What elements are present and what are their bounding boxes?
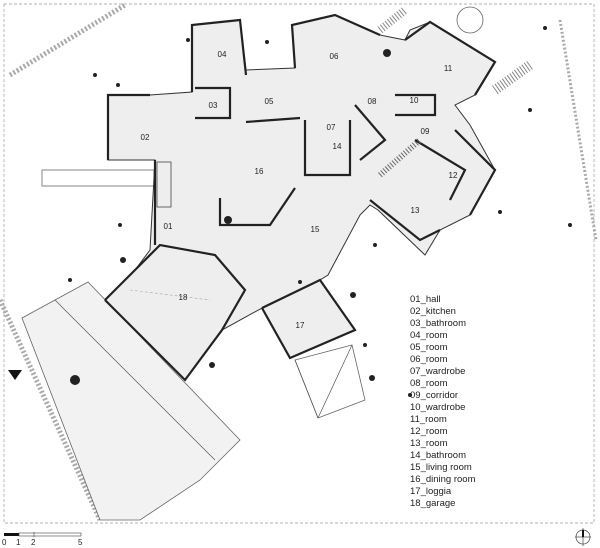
terrace <box>41 169 155 187</box>
room-label-04: 04 <box>218 50 227 59</box>
drawing-element <box>129 289 211 301</box>
drawing-element <box>528 108 532 112</box>
garage-walls <box>104 243 247 382</box>
drawing-element <box>4 533 19 536</box>
legend-item: 05_room <box>410 342 448 353</box>
legend-item: 07_wardrobe <box>410 366 465 377</box>
scale-tick-label: 5 <box>78 538 83 547</box>
drawing-element <box>363 343 367 347</box>
legend-item: 18_garage <box>410 498 455 509</box>
drawing-element <box>298 280 302 284</box>
wall <box>414 139 467 201</box>
wall <box>190 18 248 92</box>
room-label-01: 01 <box>164 222 173 231</box>
drawing-element <box>265 40 269 44</box>
legend-item: 06_room <box>410 354 448 365</box>
drawing-element <box>543 26 547 30</box>
legend-item: 16_dining room <box>410 474 476 485</box>
drawing-element <box>369 375 375 381</box>
wall <box>354 104 387 161</box>
scale-tick-label: 0 <box>2 538 7 547</box>
scale-tick-label: 2 <box>31 538 36 547</box>
wall <box>290 13 381 69</box>
drawing-element <box>568 223 572 227</box>
room-label-10: 10 <box>410 96 419 105</box>
legend-item: 03_bathroom <box>410 318 466 329</box>
room-label-11: 11 <box>444 64 453 73</box>
room-label-14: 14 <box>333 142 342 151</box>
room-label-12: 12 <box>449 171 458 180</box>
drawing-element <box>118 223 122 227</box>
drawing-element <box>317 344 353 419</box>
legend-item: 01_hall <box>410 294 441 305</box>
loggia-ramp <box>294 344 366 419</box>
entrance-arrow-icon <box>8 370 22 380</box>
drawing-element <box>93 73 97 77</box>
legend: 01_hall 02_kitchen 03_bathroom 04_room 0… <box>410 294 476 509</box>
room-label-16: 16 <box>255 167 264 176</box>
driveway <box>21 281 241 521</box>
legend-item: 15_living room <box>410 462 472 473</box>
wall <box>454 129 497 216</box>
drawing-element <box>224 216 232 224</box>
room-label-05: 05 <box>265 97 274 106</box>
site-boundary <box>3 3 595 524</box>
legend-item: 02_kitchen <box>410 306 456 317</box>
north-arrow-icon <box>575 528 591 546</box>
stairs <box>156 161 172 208</box>
legend-item: 08_room <box>410 378 448 389</box>
tree-row <box>0 298 103 522</box>
drawing-element <box>68 278 72 282</box>
legend-item: 11_room <box>410 414 447 425</box>
room-label-08: 08 <box>368 97 377 106</box>
drawing-element <box>408 393 412 397</box>
tree-row <box>558 19 598 241</box>
room-label-13: 13 <box>411 206 420 215</box>
legend-item: 04_room <box>410 330 448 341</box>
drawing-element <box>70 375 80 385</box>
room-label-15: 15 <box>311 225 320 234</box>
wall <box>303 120 352 177</box>
wall <box>245 116 301 124</box>
drawing-element <box>350 292 356 298</box>
wall <box>395 93 437 117</box>
driveway-line <box>54 299 216 461</box>
drawing-element <box>18 532 82 537</box>
room-label-06: 06 <box>330 52 339 61</box>
wall <box>106 93 150 160</box>
legend-item: 09_corridor <box>410 390 458 401</box>
loggia-walls <box>261 278 357 360</box>
legend-item: 12_room <box>410 426 448 437</box>
room-label-18: 18 <box>179 293 188 302</box>
island-walls <box>218 187 296 227</box>
exterior-stairs <box>377 6 408 34</box>
legend-item: 13_room <box>410 438 448 449</box>
drawing-element <box>209 362 215 368</box>
legend-item: 17_loggia <box>410 486 452 497</box>
exterior-stairs <box>492 60 533 95</box>
room-label-02: 02 <box>141 133 150 142</box>
legend-item: 10_wardrobe <box>410 402 465 413</box>
trees <box>68 26 572 397</box>
drawing-element <box>373 243 377 247</box>
tree-row <box>8 2 127 78</box>
wall <box>195 86 232 120</box>
drawing-element <box>120 257 126 263</box>
legend-item: 14_bathroom <box>410 450 466 461</box>
drawing-element <box>294 359 319 419</box>
scale-bar: 0 1 2 5 <box>2 532 83 547</box>
drawing-element <box>498 210 502 214</box>
room-label-03: 03 <box>209 101 218 110</box>
drawing-element <box>116 83 120 87</box>
wall <box>404 20 497 96</box>
drawing-element <box>383 49 391 57</box>
room-label-09: 09 <box>421 127 430 136</box>
spiral-stair <box>456 6 484 34</box>
drawing-element <box>186 38 190 42</box>
wall <box>369 199 441 242</box>
room-label-07: 07 <box>327 123 336 132</box>
room-label-17: 17 <box>296 321 305 330</box>
scale-tick-label: 1 <box>16 538 21 547</box>
